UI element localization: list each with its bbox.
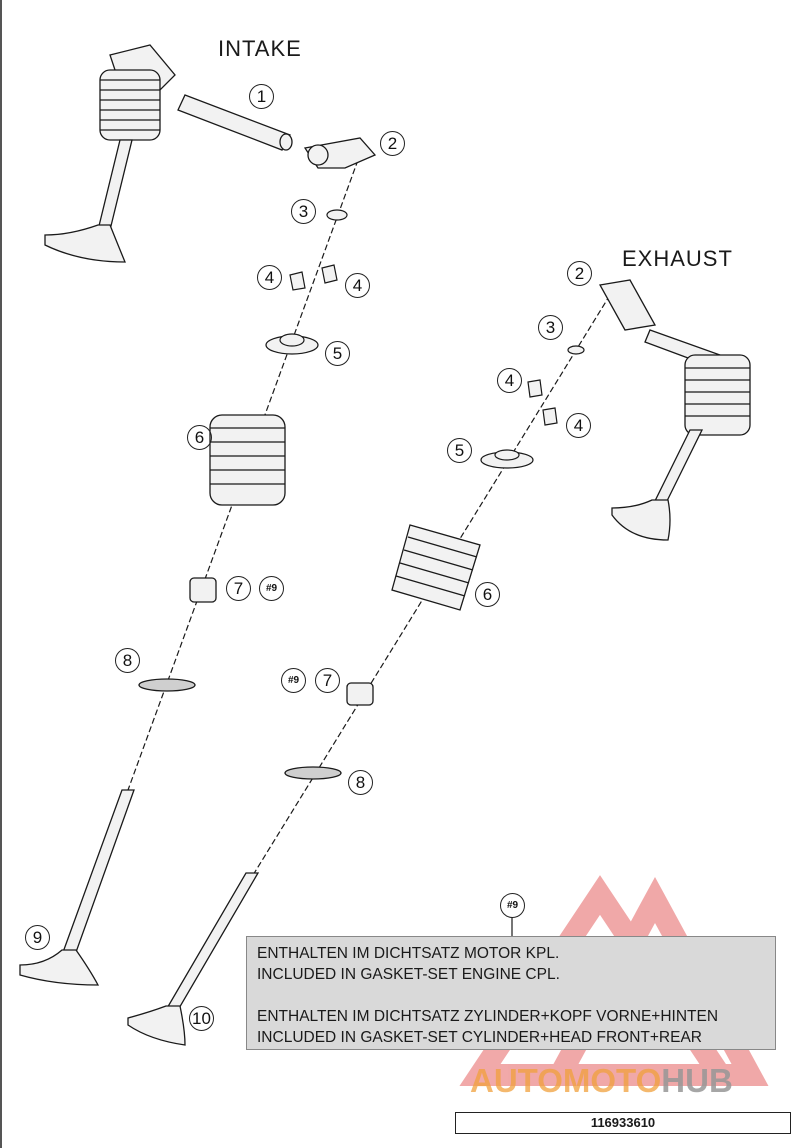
note-line-2: INCLUDED IN GASKET-SET ENGINE CPL. <box>257 966 560 983</box>
exhaust-valve-seal <box>346 682 374 706</box>
callout-7-exhaust[interactable]: 7 <box>315 668 340 693</box>
callout-4-exhaust-b[interactable]: 4 <box>566 413 591 438</box>
exhaust-title: EXHAUST <box>622 246 733 271</box>
note-line-3: ENTHALTEN IM DICHTSATZ ZYLINDER+KOPF VOR… <box>257 1008 719 1025</box>
watermark-part2: HUB <box>661 1062 733 1099</box>
page-border <box>0 0 2 1148</box>
intake-washer <box>138 678 196 692</box>
callout-8-intake[interactable]: 8 <box>115 648 140 673</box>
callout-6-exhaust[interactable]: 6 <box>475 582 500 607</box>
callout-4-exhaust-a[interactable]: 4 <box>497 368 522 393</box>
exhaust-assembled-valve <box>598 279 751 541</box>
callout-5-intake[interactable]: 5 <box>325 341 350 366</box>
callout-2-exhaust[interactable]: 2 <box>567 261 592 286</box>
callout-1[interactable]: 1 <box>249 84 274 109</box>
gasket-set-note: ENTHALTEN IM DICHTSATZ MOTOR KPL. INCLUD… <box>246 936 776 1050</box>
watermark-brand: AUTOMOTOHUB <box>470 1062 733 1100</box>
callout-4-intake-b[interactable]: 4 <box>345 273 370 298</box>
rocker-shaft <box>177 94 293 151</box>
exhaust-small-parts <box>480 345 585 469</box>
callout-ref9-exhaust[interactable]: #9 <box>281 668 306 693</box>
intake-rocker-arm <box>303 137 377 169</box>
exhaust-washer <box>284 766 342 780</box>
exhaust-valve <box>127 872 260 1046</box>
callout-8-exhaust[interactable]: 8 <box>348 770 373 795</box>
callout-5-exhaust[interactable]: 5 <box>447 438 472 463</box>
callout-3-intake[interactable]: 3 <box>291 199 316 224</box>
callout-ref9-intake[interactable]: #9 <box>259 576 284 601</box>
intake-assembled-valve <box>44 44 176 263</box>
callout-2-intake[interactable]: 2 <box>380 131 405 156</box>
callout-7-intake[interactable]: 7 <box>226 576 251 601</box>
callout-9[interactable]: 9 <box>25 925 50 950</box>
callout-4-intake-a[interactable]: 4 <box>257 265 282 290</box>
intake-valve-seal <box>189 577 217 603</box>
exhaust-valve-spring <box>391 524 481 611</box>
intake-valve-spring <box>209 414 286 506</box>
callout-ref9-note: #9 <box>500 893 525 918</box>
watermark-part1: AUTOMOTO <box>470 1062 662 1099</box>
intake-small-parts <box>265 209 348 355</box>
callout-6-intake[interactable]: 6 <box>187 425 212 450</box>
note-line-1: ENTHALTEN IM DICHTSATZ MOTOR KPL. <box>257 945 560 962</box>
intake-valve <box>19 789 135 986</box>
diagram-code: 116933610 <box>455 1112 791 1134</box>
callout-10[interactable]: 10 <box>189 1006 214 1031</box>
note-line-4: INCLUDED IN GASKET-SET CYLINDER+HEAD FRO… <box>257 1029 702 1046</box>
callout-3-exhaust[interactable]: 3 <box>538 315 563 340</box>
intake-title: INTAKE <box>218 36 302 61</box>
